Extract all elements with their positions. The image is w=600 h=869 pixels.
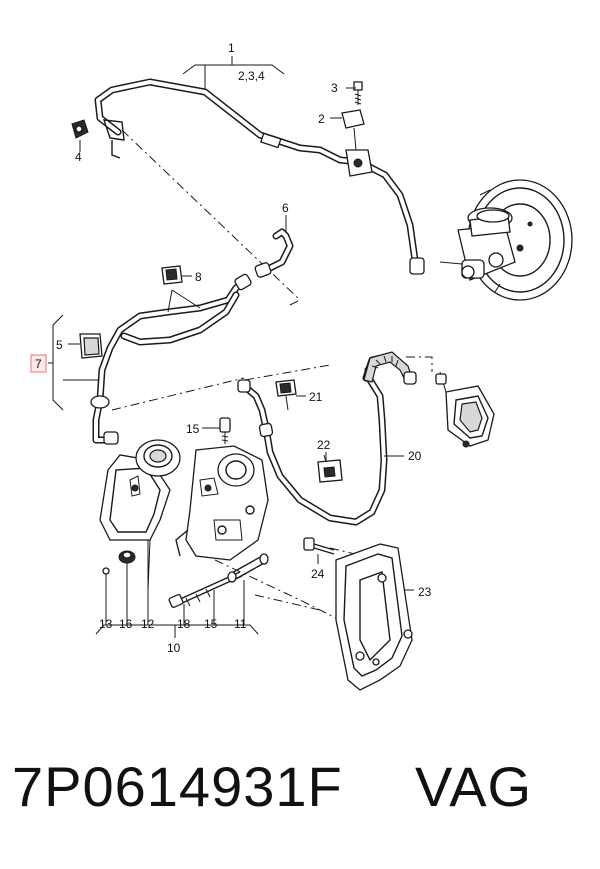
clip-4: [71, 119, 89, 139]
callout-7[interactable]: 7: [35, 357, 42, 371]
callout-15-bottom: 15: [204, 617, 218, 631]
callout-4: 4: [75, 150, 82, 164]
callout-22: 22: [317, 438, 331, 452]
callout-3: 3: [331, 81, 338, 95]
sleeve-11: [213, 553, 269, 625]
callout-10: 10: [167, 641, 181, 655]
hose-7-assembly: [90, 273, 252, 445]
bracket-item-2: [341, 109, 365, 151]
callout-13: 13: [99, 617, 113, 631]
clip-21: [275, 379, 306, 411]
engine-housing: [175, 445, 269, 561]
callout-16: 16: [119, 617, 133, 631]
hose-20: [237, 366, 404, 526]
callout-5: 5: [56, 338, 63, 352]
item-13-16: [102, 550, 136, 625]
label-leaders: [79, 87, 356, 463]
callout-23: 23: [418, 585, 432, 599]
bolt-24: [303, 537, 335, 564]
brake-booster: [439, 179, 573, 301]
callout-20: 20: [408, 449, 422, 463]
bracket-7: [48, 314, 104, 411]
vacuum-component-right: [435, 371, 495, 448]
clip-5: [68, 333, 103, 359]
callout-12: 12: [141, 617, 155, 631]
callout-1: 1: [228, 41, 235, 55]
callout-labels: 1 2,3,4 2 3 4 5 6 8 15 20 21 22 23 24 13…: [56, 41, 432, 655]
bolt-15-top: [219, 417, 231, 444]
corrugated-hose: [362, 351, 417, 385]
bracket-23: [335, 543, 414, 691]
vacuum-pump: [99, 439, 181, 625]
check-valve: [345, 149, 373, 177]
bracket-1: [182, 56, 285, 92]
clip-22: [317, 452, 343, 483]
callout-21: 21: [309, 390, 323, 404]
callout-2: 2: [318, 112, 325, 126]
callout-8: 8: [195, 270, 202, 284]
callout-11: 11: [234, 617, 247, 631]
part-number: 7P0614931F: [12, 755, 343, 818]
bracket-10: [95, 624, 259, 638]
vacuum-line-1: [94, 78, 425, 275]
callout-18: 18: [177, 617, 191, 631]
callout-6: 6: [282, 201, 289, 215]
callout-1-sub: 2,3,4: [238, 69, 265, 83]
callout-24: 24: [311, 567, 325, 581]
clip-8: [161, 265, 192, 285]
screw-item-3: [353, 81, 363, 105]
brand-name: VAG: [415, 755, 533, 818]
callout-15-top: 15: [186, 422, 200, 436]
hose-6: [254, 215, 294, 278]
callout-7-highlight[interactable]: 7: [30, 354, 47, 373]
